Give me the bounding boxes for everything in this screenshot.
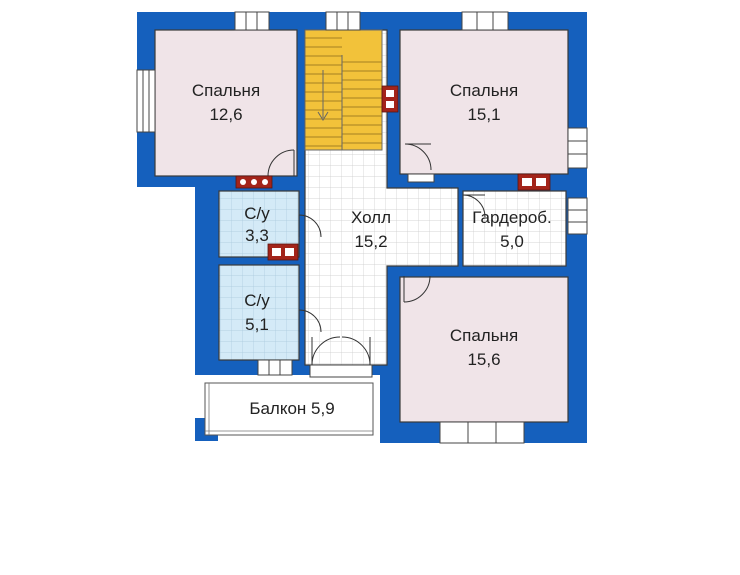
room-wardrobe-area: 5,0 [500,232,524,251]
room-bathroom-1-area: 3,3 [245,226,269,245]
balcony: Балкон 5,9 [204,382,374,436]
room-bedroom-2: Спальня 15,1 [399,29,569,175]
door-bathroom-2 [298,309,322,333]
room-bathroom-2: С/у 5,1 [218,264,300,361]
door-bathroom-1 [298,214,322,238]
room-bathroom-1-name: С/у [244,204,270,223]
room-bedroom-2-name: Спальня [450,81,518,100]
room-bedroom-1-name: Спальня [192,81,260,100]
vent-shaft-4 [517,173,551,191]
doors [267,143,486,333]
room-wardrobe: Гардероб. 5,0 [462,190,567,267]
balcony-label: Балкон 5,9 [249,399,334,418]
window-bottom-bedroom-3 [439,421,525,444]
ventilation-shafts [235,85,551,261]
room-bedroom-1-area: 12,6 [209,105,242,124]
door-bedroom-2 [404,143,435,183]
window-right-bedroom-2 [567,127,588,169]
staircase [304,29,383,151]
door-bedroom-1 [267,149,295,177]
room-hall-area: 15,2 [354,232,387,251]
room-bedroom-3-area: 15,6 [467,350,500,369]
window-bottom-bathroom-2 [257,359,293,376]
room-bedroom-1: Спальня 12,6 [154,29,298,177]
vent-shaft-2 [267,243,299,261]
room-bathroom-2-name: С/у [244,291,270,310]
window-left-bedroom-1 [136,69,156,133]
window-top-stair [325,11,361,31]
window-right-wardrobe [567,197,588,235]
room-bedroom-3: Спальня 15,6 [399,276,569,423]
vent-shaft-1 [235,175,273,189]
room-bedroom-2-area: 15,1 [467,105,500,124]
windows [136,11,588,444]
room-bathroom-2-area: 5,1 [245,315,269,334]
vent-shaft-3 [381,85,399,113]
window-top-right [461,11,509,31]
window-top-left [234,11,270,31]
room-hall-name: Холл [351,208,391,227]
balcony-door [309,336,373,378]
room-wardrobe-name: Гардероб. [472,208,552,227]
door-bedroom-3 [403,275,431,303]
door-wardrobe [462,194,486,218]
room-bedroom-3-name: Спальня [450,326,518,345]
